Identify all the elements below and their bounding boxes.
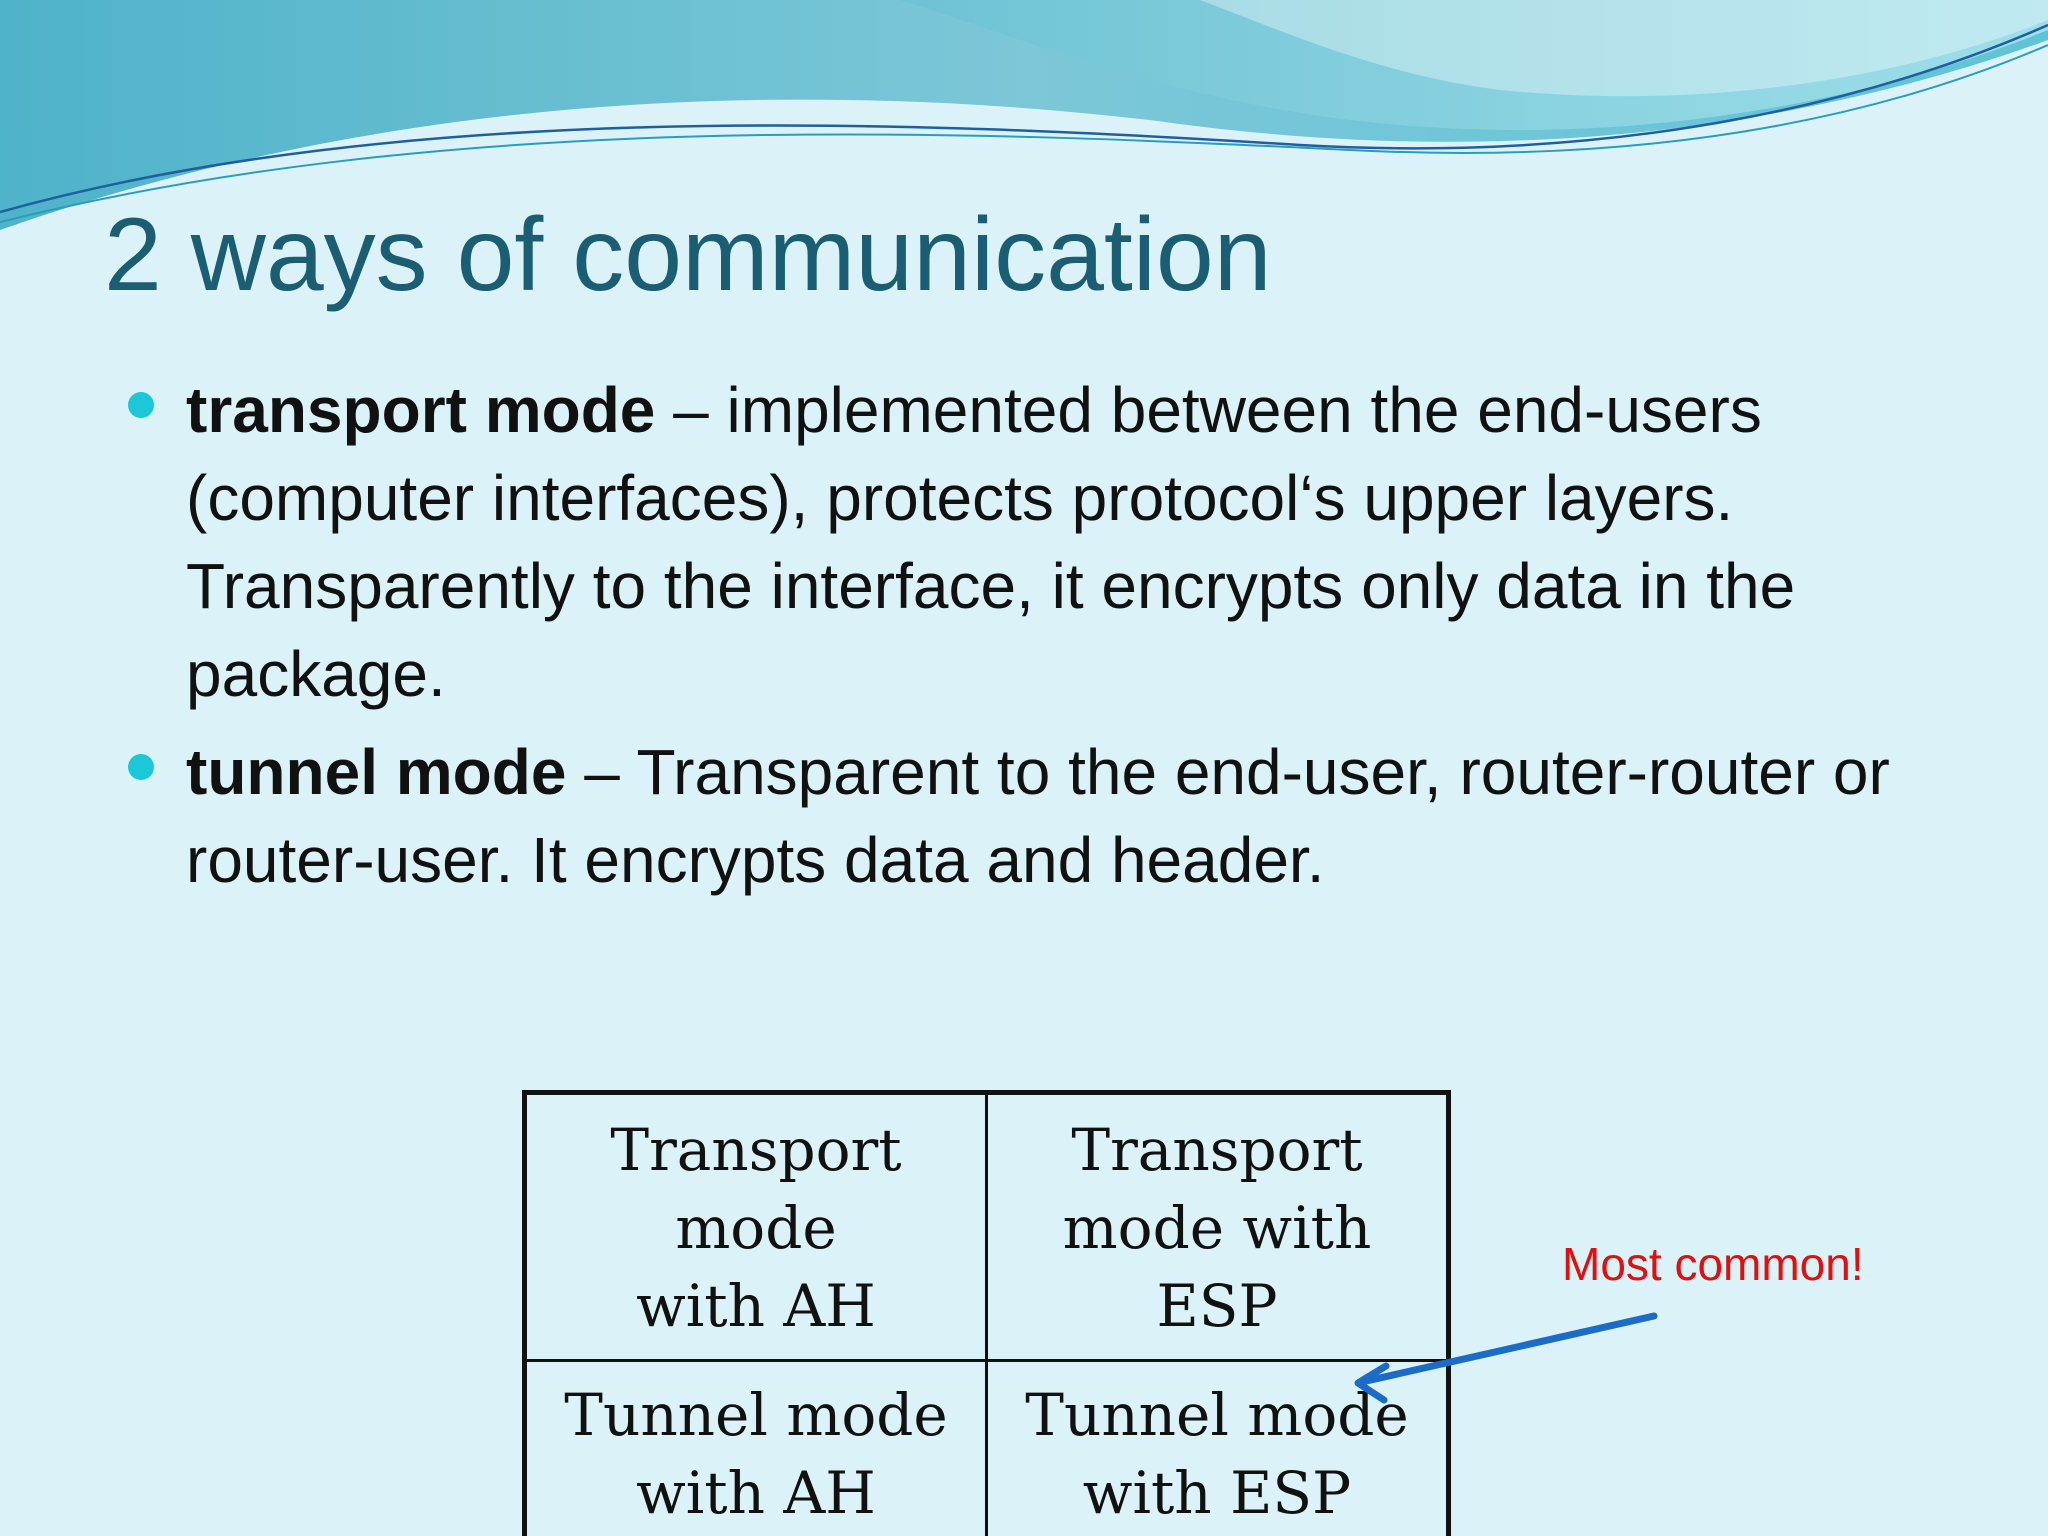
header-wave-decoration [0, 0, 2048, 230]
table-row: Transport mode with AH Transport mode wi… [523, 1091, 1450, 1362]
cell-line: Transport [1071, 1116, 1363, 1184]
bullet-text: – Transparent to the end-user, router-ro… [186, 736, 1890, 896]
bullet-list: transport mode – implemented between the… [124, 366, 1984, 914]
callout-most-common: Most common! [1562, 1238, 1864, 1290]
modes-table: Transport mode with AH Transport mode wi… [522, 1090, 1451, 1536]
bullet-term: tunnel mode [186, 736, 567, 808]
bullet-tunnel-mode: tunnel mode – Transparent to the end-use… [124, 728, 1984, 904]
slide-title: 2 ways of communication [104, 197, 1272, 313]
bullet-dot-icon [128, 392, 154, 418]
bullet-dot-icon [128, 754, 154, 780]
cell-line: with AH [636, 1459, 876, 1527]
bullet-transport-mode: transport mode – implemented between the… [124, 366, 1984, 718]
cell-transport-ah: Transport mode with AH [523, 1091, 988, 1362]
bullet-term: transport mode [186, 374, 656, 446]
cell-line: with AH [636, 1272, 876, 1340]
bullet-text: – implemented between the end-users (com… [186, 374, 1796, 710]
cell-line: mode with ESP [1062, 1194, 1372, 1340]
cell-tunnel-ah: Tunnel mode with AH [523, 1359, 988, 1536]
cell-line: mode [675, 1194, 837, 1262]
cell-line: with ESP [1082, 1459, 1352, 1527]
callout-arrow-icon [1354, 1312, 1658, 1404]
cell-line: Tunnel mode [564, 1381, 948, 1449]
table-row: Tunnel mode with AH Tunnel mode with ESP [523, 1359, 1450, 1536]
cell-line: Tunnel mode [1025, 1381, 1409, 1449]
cell-line: Transport [610, 1116, 902, 1184]
cell-transport-esp: Transport mode with ESP [985, 1091, 1450, 1362]
